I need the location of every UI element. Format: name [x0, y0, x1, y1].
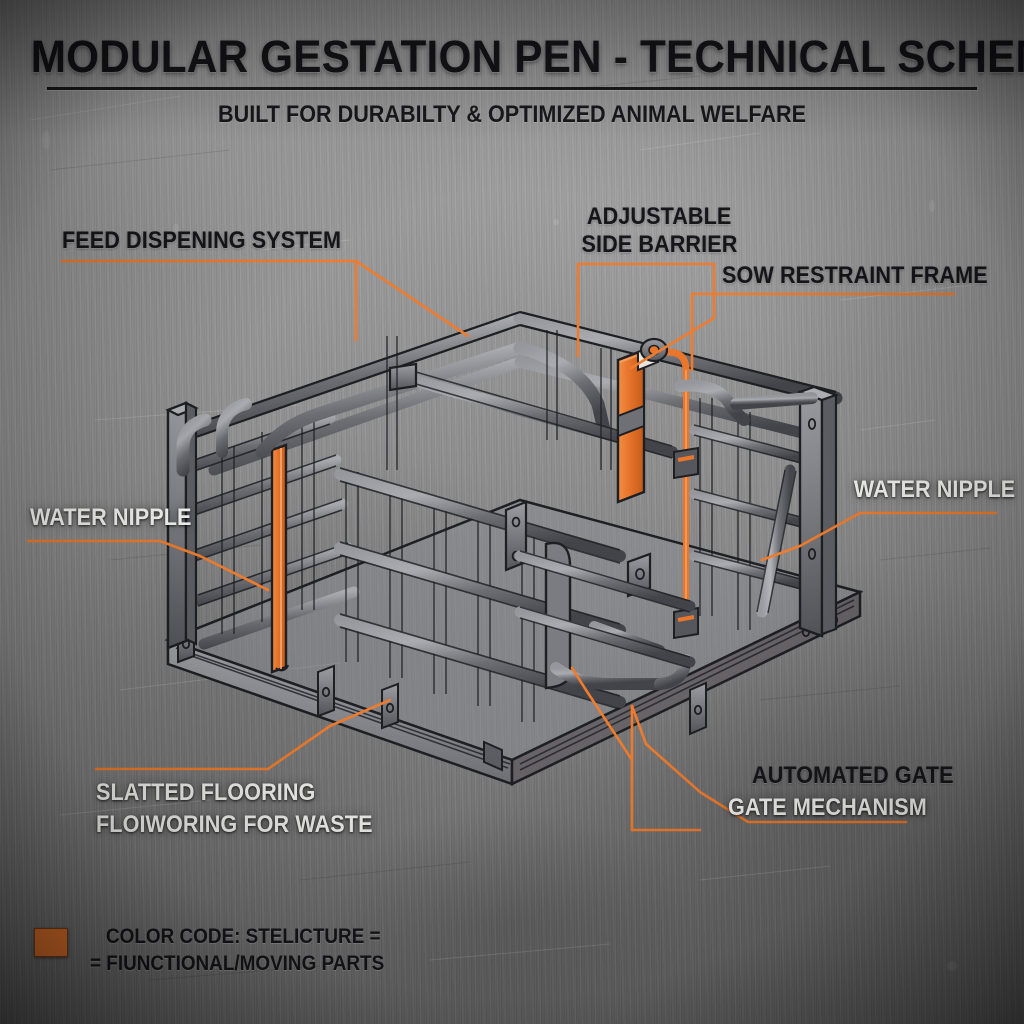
- legend-color-swatch: [34, 928, 68, 957]
- page-subtitle: BUILT FOR DURABILTY & OPTIMIZED ANIMAL W…: [218, 100, 806, 128]
- page-title: MODULAR GESTATION PEN - TECHNICAL SCHEMA…: [30, 31, 1024, 82]
- callout-flooring-for-waste: FLOIWORING FOR WASTE: [96, 811, 373, 838]
- callout-water-nipple-left: WATER NIPPLE: [30, 504, 192, 531]
- callout-slatted-flooring: SLATTED FLOORING: [96, 779, 316, 806]
- callout-adjustable-side-barrier-line2: SIDE BARRIER: [581, 231, 738, 258]
- title-divider: [47, 86, 977, 90]
- callout-water-nipple-right: WATER NIPPLE: [853, 476, 1016, 503]
- callout-feed-dispensing-system: FEED DISPENING SYSTEM: [62, 227, 342, 254]
- callout-automated-gate: AUTOMATED GATE: [752, 762, 954, 789]
- callout-gate-mechanism: GATE MECHANISM: [728, 794, 927, 821]
- legend-line-1: COLOR CODE: STELICTURE =: [106, 925, 381, 948]
- callout-sow-restraint-frame: SOW RESTRAINT FRAME: [722, 262, 988, 289]
- legend-line-2: = FIUNCTIONAL/MOVING PARTS: [90, 952, 385, 975]
- callout-adjustable-side-barrier-line1: ADJUSTABLE: [586, 203, 732, 230]
- header-block: MODULAR GESTATION PEN - TECHNICAL SCHEMA…: [0, 34, 1024, 129]
